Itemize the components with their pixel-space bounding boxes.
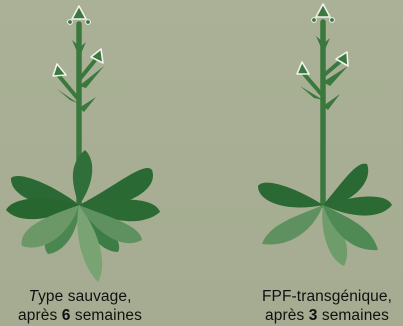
wild-type-caption-line1: Type sauvage, xyxy=(0,287,180,306)
transgenic-caption-line2: après 3 semaines xyxy=(227,306,403,325)
wild-type-caption-line2: après 6 semaines xyxy=(0,306,180,325)
wild-type-caption: Type sauvage, après 6 semaines xyxy=(0,287,180,325)
transgenic-caption: FPF-transgénique, après 3 semaines xyxy=(227,287,403,325)
transgenic-caption-line1: FPF-transgénique, xyxy=(227,287,403,306)
transgenic-bud-left xyxy=(297,62,309,74)
transgenic-bud-top xyxy=(316,4,330,17)
